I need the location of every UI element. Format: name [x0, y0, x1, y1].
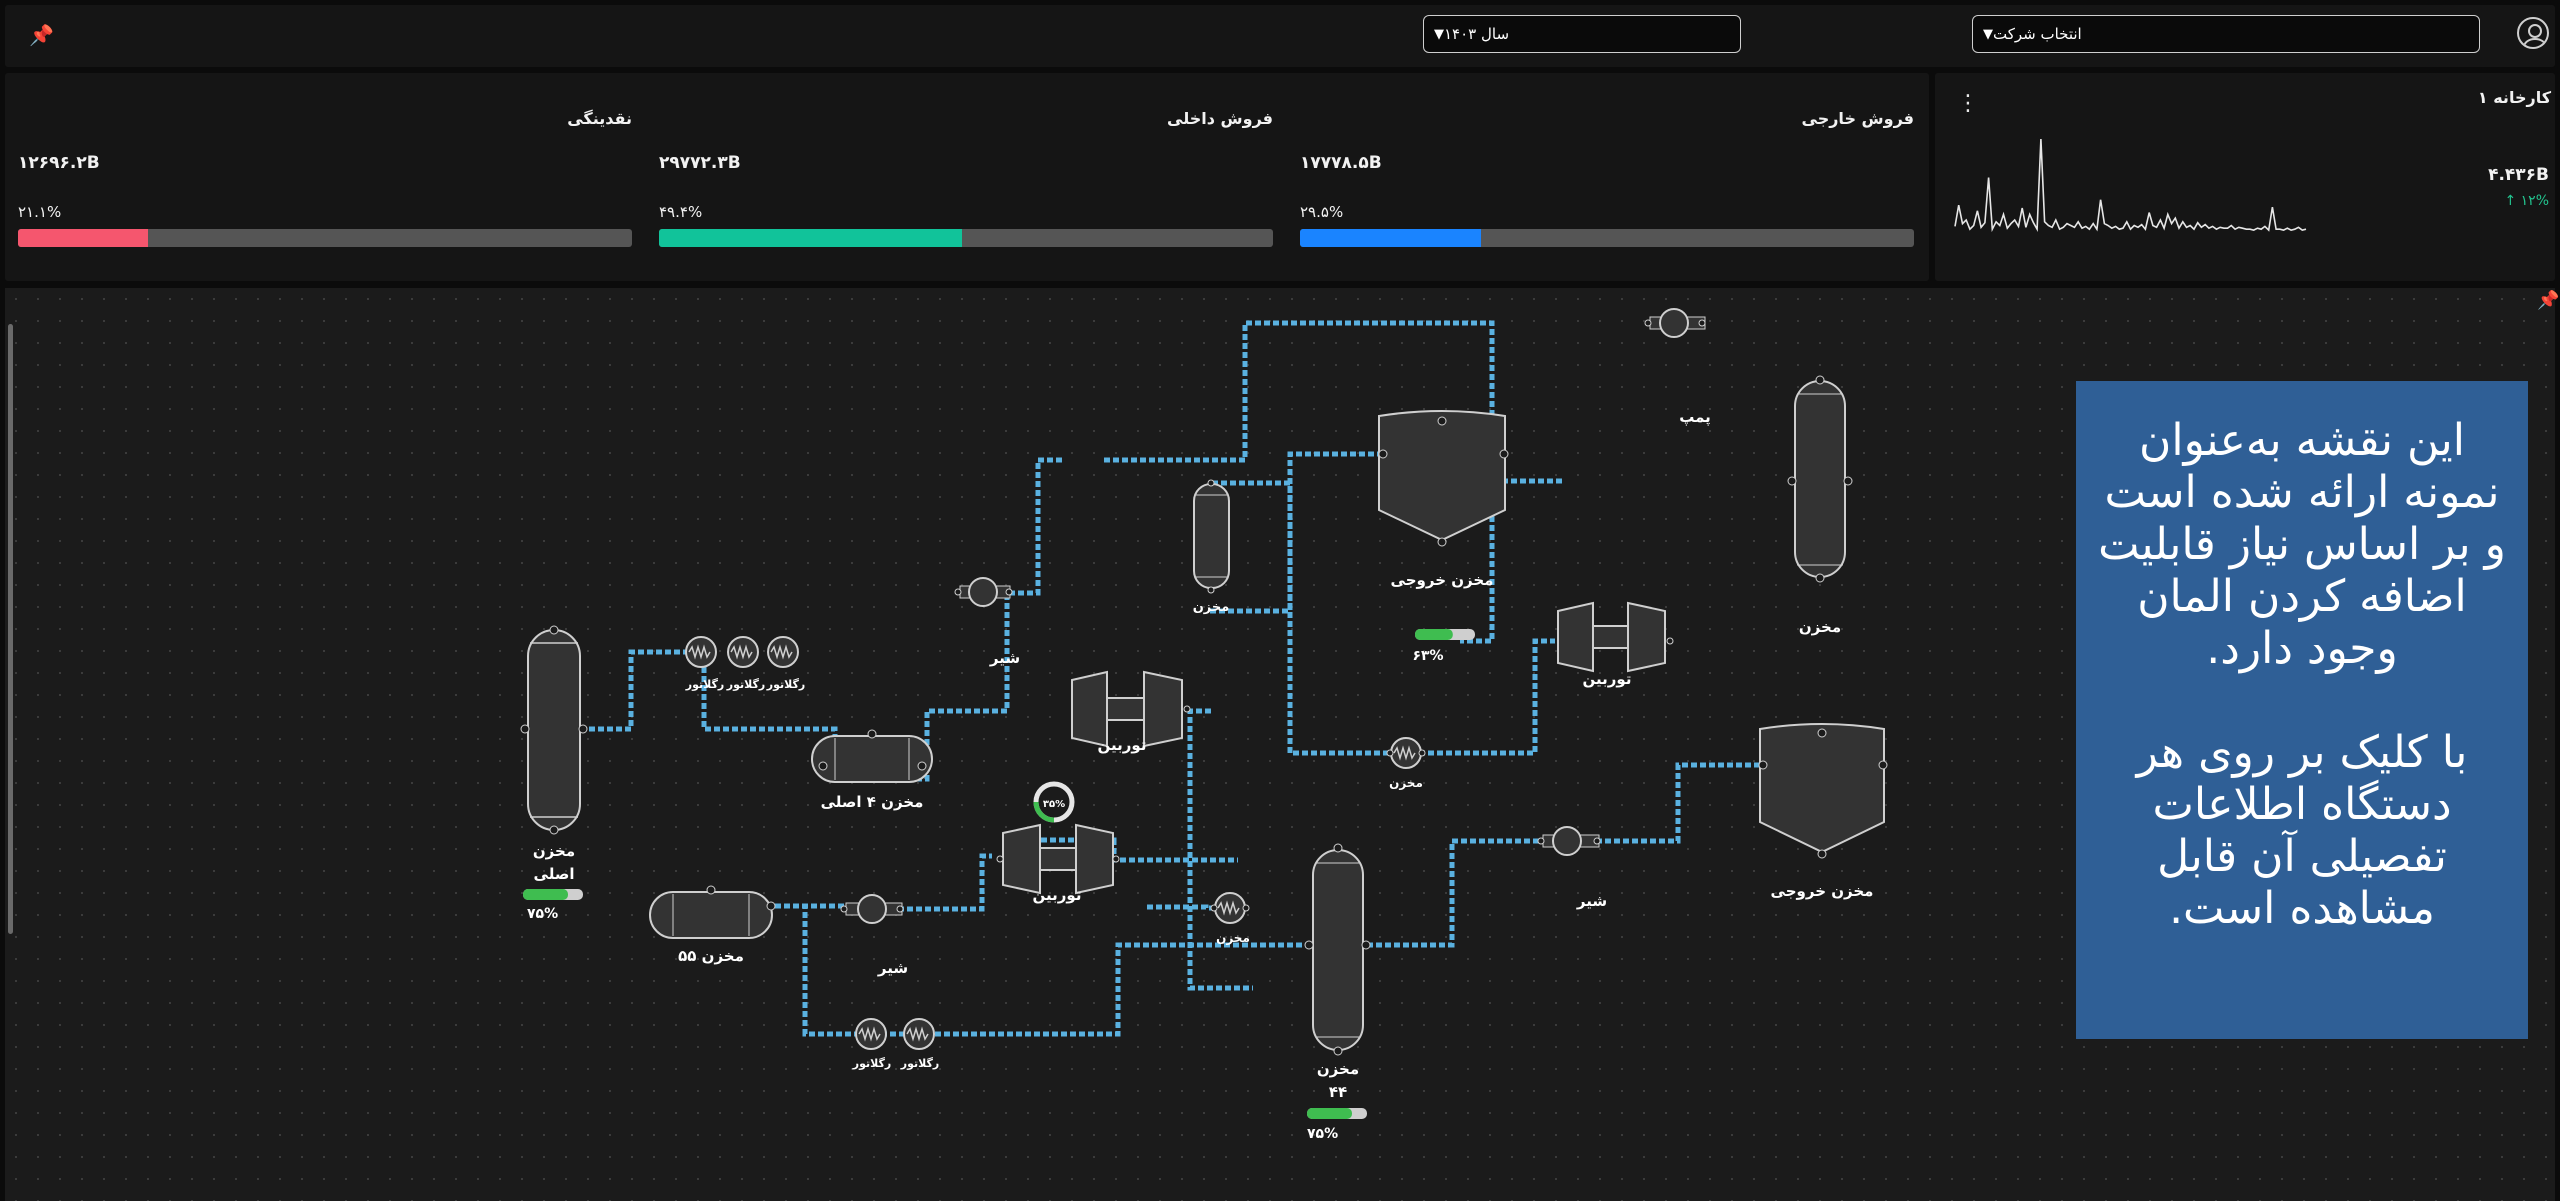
kpi-panel: فروش خارجی ۱۷۷۷۸.۵B ۲۹.۵% فروش داخلی ۲۹۷…: [5, 73, 1929, 281]
regulator-group-2[interactable]: [855, 1018, 935, 1050]
tank-small-label: مخزن: [1193, 600, 1230, 615]
tank-44-level: ۷۵%: [1307, 1126, 1338, 1142]
company-select[interactable]: انتخاب شرکت ▼: [1972, 15, 2480, 53]
info-note-line2: با کلیک بر روی هر دستگاه اطلاعات تفصیلی …: [2136, 727, 2468, 934]
tank-55[interactable]: [649, 885, 776, 939]
regulator-label: رگلاتور: [766, 678, 805, 691]
tank-main-level-bar: [523, 889, 583, 900]
diagram-canvas: مخزن اصلی ۷۵% رگلاتور رگلاتور رگلاتور: [520, 308, 1888, 1142]
kpi-value: ۱۷۷۷۸.۵B: [1300, 153, 1382, 173]
regulator-middle-label: مخزن: [1389, 776, 1423, 790]
vertical-scrollbar[interactable]: [8, 324, 13, 934]
kpi-internal-sales: فروش داخلی ۲۹۷۷۲.۳B ۴۹.۴%: [659, 73, 1273, 281]
kpi-title: فروش داخلی: [1167, 109, 1273, 128]
chevron-down-icon: ▼: [1434, 26, 1444, 42]
tank-horizontal-main-label: مخزن ۴ اصلی: [821, 793, 924, 811]
top-bar: 📌 سال ۱۴۰۳ ▼ انتخاب شرکت ▼: [5, 5, 2555, 67]
kpi-progress-fill: [18, 229, 148, 247]
kpi-progress-bar: [1300, 229, 1914, 247]
factory-card[interactable]: ⋮ کارخانه ۱ ۴.۴۳۶B ↑ ۱۲%: [1935, 73, 2555, 281]
user-avatar-icon[interactable]: [2517, 17, 2549, 49]
kpi-percent: ۲۹.۵%: [1300, 203, 1344, 221]
more-options-icon[interactable]: ⋮: [1957, 91, 1979, 116]
factory-title: کارخانه ۱: [2477, 88, 2551, 107]
tank-55-label: مخزن ۵۵: [678, 947, 744, 965]
pin-icon[interactable]: 📌: [2537, 290, 2560, 311]
regulator-label: رگلاتور: [900, 1057, 939, 1070]
spinner-label: ۳۵%: [1043, 799, 1065, 810]
tank-main-level: ۷۵%: [527, 906, 558, 922]
tank-horizontal-main[interactable]: [811, 729, 933, 783]
kpi-value: ۲۹۷۷۲.۳B: [659, 153, 741, 173]
tank-44-label2: ۴۴: [1329, 1083, 1347, 1101]
tank-main-label1: مخزن: [533, 842, 575, 860]
regulator-label: رگلاتور: [726, 678, 765, 691]
output-tank-level: ۶۳%: [1412, 648, 1443, 664]
output-tank-1[interactable]: [1378, 410, 1509, 547]
chevron-down-icon: ▼: [1983, 26, 1993, 42]
tank-44-level-bar: [1307, 1108, 1367, 1119]
valve-label: شیر: [989, 649, 1020, 667]
kpi-progress-bar: [659, 229, 1273, 247]
regulator-label: رگلاتور: [685, 678, 724, 691]
year-select-value: سال ۱۴۰۳: [1444, 25, 1510, 43]
output-tank-label: مخزن خروجی: [1391, 571, 1494, 589]
turbine-1[interactable]: [1071, 670, 1191, 748]
kpi-title: نقدینگی: [567, 109, 632, 128]
regulator-middle[interactable]: [1386, 737, 1426, 769]
turbine-label: توربین: [1033, 886, 1082, 904]
year-select[interactable]: سال ۱۴۰۳ ▼: [1423, 15, 1741, 53]
regulator-center[interactable]: [1210, 892, 1250, 924]
valve-3[interactable]: [1537, 826, 1601, 856]
kpi-progress-bar: [18, 229, 632, 247]
regulator-center-label: مخزن: [1216, 931, 1250, 945]
tank-right-label: مخزن: [1799, 618, 1841, 636]
process-diagram: 📌: [5, 288, 2559, 1201]
valve-label: شیر: [1576, 892, 1607, 910]
kpi-liquidity: نقدینگی ۱۲۶۹۶.۲B ۲۱.۱%: [18, 73, 632, 281]
tank-44[interactable]: [1304, 843, 1371, 1056]
pump-label: پمپ: [1679, 408, 1711, 427]
turbine-3[interactable]: [996, 823, 1120, 895]
kpi-progress-fill: [1300, 229, 1482, 247]
tank-right[interactable]: [1787, 375, 1853, 583]
kpi-percent: ۴۹.۴%: [659, 203, 703, 221]
tank-44-label1: مخزن: [1317, 1060, 1359, 1078]
regulator-label: رگلاتور: [852, 1057, 891, 1070]
valve-label: شیر: [877, 959, 908, 977]
factory-value: ۴.۴۳۶B: [2488, 165, 2549, 185]
info-note: این نقشه به‌عنوان نمونه ارائه شده است و …: [2076, 381, 2528, 1039]
factory-sparkline: [1954, 138, 2307, 233]
turbine-label: توربین: [1098, 736, 1147, 754]
tank-main[interactable]: [520, 625, 588, 835]
kpi-progress-fill: [659, 229, 963, 247]
kpi-external-sales: فروش خارجی ۱۷۷۷۸.۵B ۲۹.۵%: [1300, 73, 1914, 281]
kpi-title: فروش خارجی: [1801, 109, 1915, 128]
info-note-line1: این نقشه به‌عنوان نمونه ارائه شده است و …: [2098, 415, 2506, 674]
regulator-group-1[interactable]: [685, 636, 799, 668]
output-tank2-label: مخزن خروجی: [1771, 882, 1874, 900]
output-tank-2[interactable]: [1758, 723, 1888, 859]
output-tank-level-bar: [1415, 629, 1475, 640]
turbine-label: توربین: [1583, 670, 1632, 688]
valve-1[interactable]: [954, 577, 1013, 607]
turbine-2[interactable]: [1557, 601, 1674, 673]
kpi-value: ۱۲۶۹۶.۲B: [18, 153, 100, 173]
tank-small[interactable]: [1193, 479, 1230, 594]
pump[interactable]: [1644, 308, 1706, 338]
progress-spinner: [1033, 781, 1075, 823]
kpi-percent: ۲۱.۱%: [18, 203, 62, 221]
valve-2[interactable]: [840, 894, 904, 924]
sparkline-series: [1954, 138, 2307, 233]
company-select-value: انتخاب شرکت: [1993, 25, 2082, 43]
tank-main-label2: اصلی: [534, 865, 575, 883]
factory-change: ↑ ۱۲%: [2504, 193, 2549, 209]
pin-icon[interactable]: 📌: [29, 23, 54, 47]
